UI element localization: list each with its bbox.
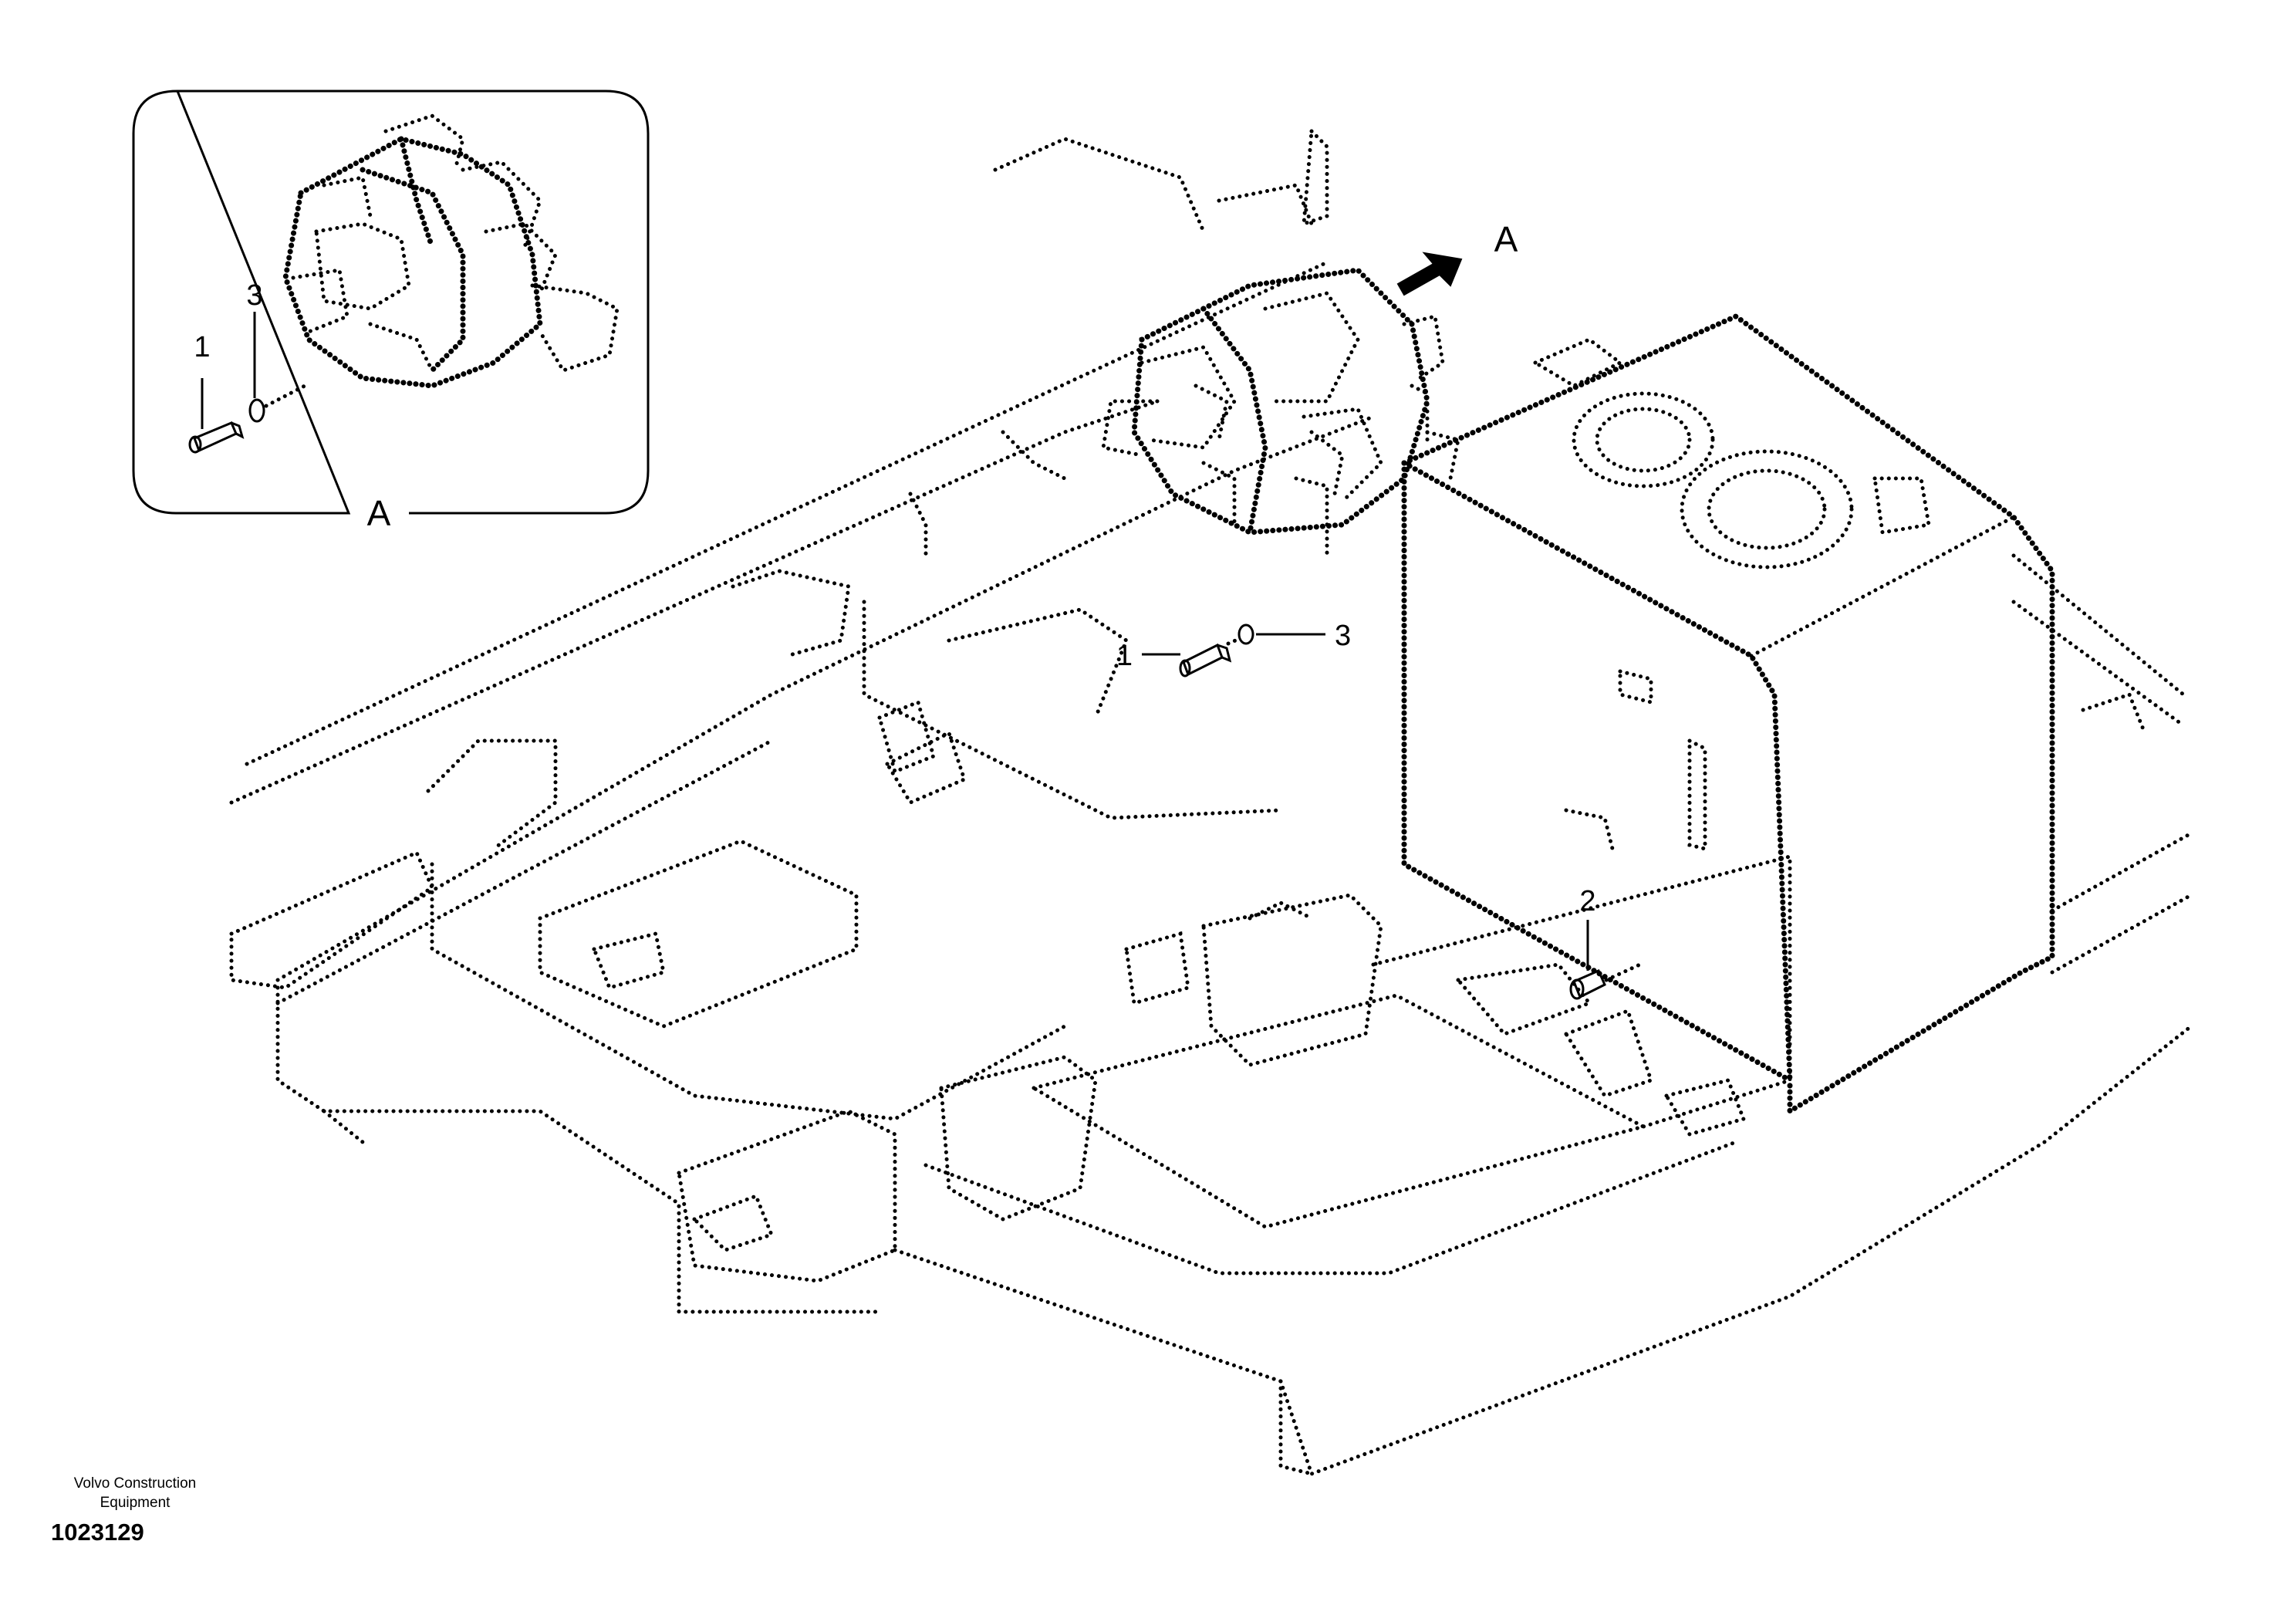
o-ring-centerline	[1226, 637, 1241, 646]
company-name: Volvo Construction Equipment	[46, 1474, 224, 1512]
plug-2	[1569, 961, 1646, 1000]
callout-1: 1	[1116, 640, 1133, 672]
detail-o-ring-3	[248, 398, 265, 423]
company-name-line1: Volvo Construction	[73, 1475, 197, 1492]
right-rail-upper	[2011, 553, 2186, 697]
detail-centerline	[264, 384, 307, 408]
detail-frame	[132, 90, 650, 515]
main-assembly: A 1 3 2	[229, 127, 2193, 1477]
detail-control-valve	[282, 113, 620, 389]
detail-callout-3: 3	[246, 279, 262, 312]
view-arrow-label: A	[1494, 219, 1518, 259]
center-beam-bottom	[275, 738, 774, 1005]
company-name-line2: Equipment	[100, 1495, 171, 1511]
hydraulic-tank	[1401, 313, 2147, 1117]
detail-fitting-1	[188, 421, 245, 454]
callout-3: 3	[1335, 620, 1351, 652]
detail-view-a: A 1 3	[132, 90, 650, 533]
right-rail-lower	[2050, 831, 2193, 913]
mid-bracket	[939, 1055, 1098, 1222]
main-control-valve	[1101, 267, 1460, 536]
left-bracket	[229, 850, 435, 990]
front-crossmember	[893, 1024, 2193, 1477]
detail-callout-1: 1	[194, 331, 210, 363]
document-number: 1023129	[51, 1519, 144, 1546]
view-arrow-a	[1396, 252, 1463, 296]
center-beam-top	[275, 414, 1376, 982]
front-bracket-left	[677, 1109, 897, 1283]
fitting-1	[1179, 643, 1232, 678]
o-ring-3	[1237, 623, 1254, 645]
left-rail-upper	[245, 260, 1329, 766]
right-lower-frame	[1028, 993, 1649, 1229]
left-rail-lower	[229, 399, 1160, 805]
callout-2: 2	[1579, 885, 1595, 917]
detail-view-label: A	[367, 493, 391, 533]
left-frame-body	[430, 862, 1067, 1121]
